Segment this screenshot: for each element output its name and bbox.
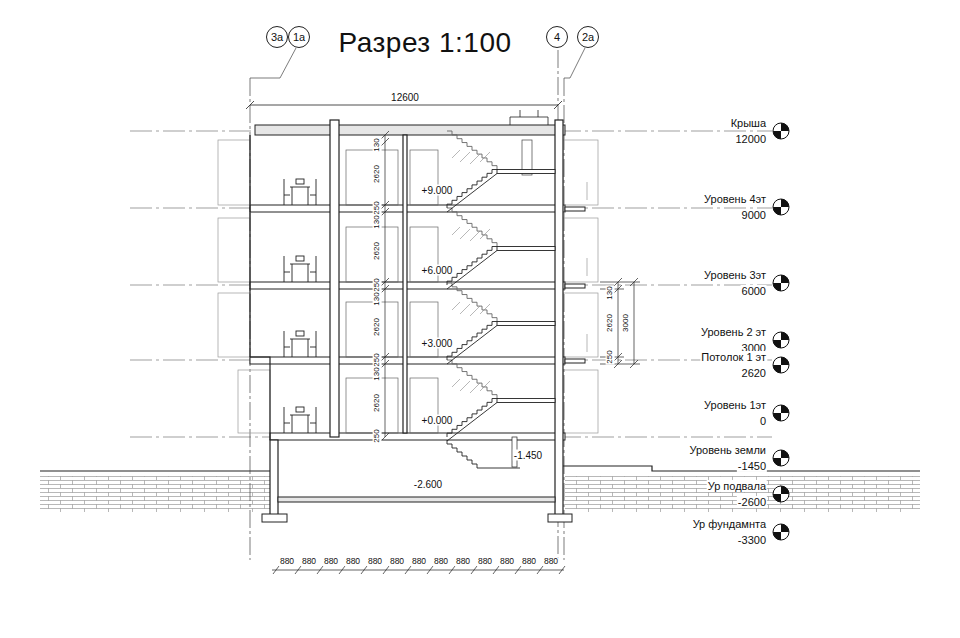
level-name: Ур подвала — [707, 480, 767, 492]
dimension: 880 — [455, 557, 471, 566]
dimension: 130 — [373, 291, 382, 306]
dimension: 3000 — [622, 313, 631, 333]
axis-name: 2а — [582, 31, 594, 43]
dimension: 2620 — [373, 241, 382, 261]
elevation-mark: -1.450 — [513, 450, 543, 461]
level-name: Уровень 4эт — [703, 193, 767, 205]
dimension: 880 — [323, 557, 339, 566]
dimension: 880 — [521, 557, 537, 566]
dimension: 2620 — [373, 164, 382, 184]
dimension: 130 — [373, 366, 382, 381]
axis-bubble: 4 — [546, 26, 568, 48]
dimension: 250 — [606, 349, 615, 364]
dimension: 880 — [279, 557, 295, 566]
dimension: 880 — [345, 557, 361, 566]
dimension: 130 — [373, 137, 382, 152]
dimension: 2620 — [606, 313, 615, 333]
axis-bubble: 3а — [266, 26, 288, 48]
level-value: -3300 — [737, 534, 767, 546]
dimension: 880 — [389, 557, 405, 566]
level-value: -2600 — [737, 496, 767, 508]
drawing-title: Разрез 1:100 — [338, 27, 511, 59]
dimension: 250 — [373, 428, 382, 443]
dimension: 880 — [433, 557, 449, 566]
dimension: 2620 — [373, 317, 382, 337]
dimension: 12600 — [390, 92, 420, 103]
elevation-mark: +9.000 — [421, 185, 454, 196]
axis-bubble: 1а — [288, 26, 310, 48]
axis-name: 4 — [554, 31, 560, 43]
dimension: 880 — [543, 557, 559, 566]
elevation-mark: +0.000 — [421, 415, 454, 426]
axis-name: 1а — [293, 31, 305, 43]
dimension: 880 — [301, 557, 317, 566]
level-name: Уровень земли — [688, 444, 767, 456]
level-value: 12000 — [734, 133, 767, 145]
level-value: 9000 — [741, 209, 767, 221]
elevation-mark: -2.600 — [413, 479, 443, 490]
elevation-mark: +3.000 — [421, 338, 454, 349]
dimension: 2620 — [373, 393, 382, 413]
level-value: -1450 — [737, 460, 767, 472]
dimension: 880 — [367, 557, 383, 566]
elevation-mark: +6.000 — [421, 265, 454, 276]
dimension: 130 — [373, 214, 382, 229]
dimension: 880 — [411, 557, 427, 566]
level-name: Уровень 2 эт — [700, 326, 767, 338]
axis-bubble: 2а — [577, 26, 599, 48]
level-name: Уровень 1эт — [703, 399, 767, 411]
level-name: Крыша — [730, 117, 767, 129]
level-name: Уровень 3эт — [703, 269, 767, 281]
level-name: Потолок 1 эт — [700, 351, 767, 363]
dimension: 880 — [499, 557, 515, 566]
axis-name: 3а — [271, 31, 283, 43]
level-value: 6000 — [741, 285, 767, 297]
level-value: 0 — [759, 415, 767, 427]
dimension: 880 — [477, 557, 493, 566]
level-name: Ур фундамнта — [692, 518, 767, 530]
level-value: 2620 — [741, 367, 767, 379]
dimension: 130 — [606, 285, 615, 300]
